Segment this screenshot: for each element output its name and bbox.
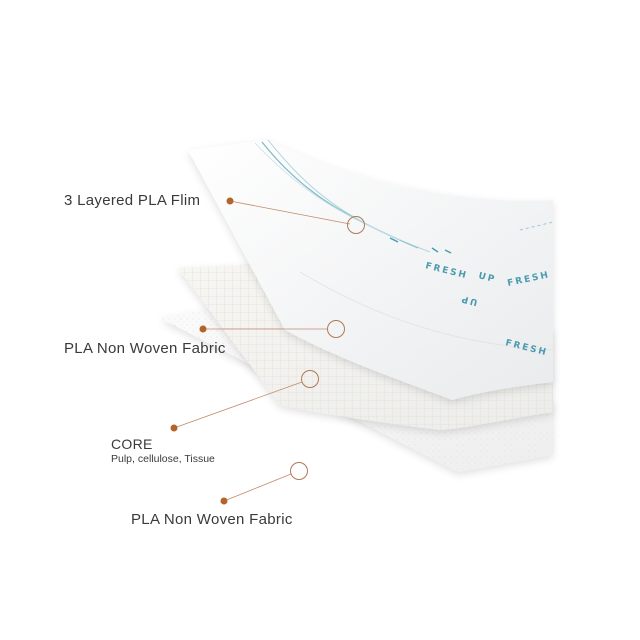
leader-3 [170, 370, 319, 432]
label-pla-film: 3 Layered PLA Flim [64, 192, 201, 209]
target-ring [327, 320, 345, 338]
leader-dot [226, 197, 234, 205]
label-pla-non-woven-top: PLA Non Woven Fabric [64, 340, 226, 357]
leader-dot [220, 497, 228, 505]
target-ring [347, 216, 365, 234]
leader-dot [199, 325, 207, 333]
leader-2 [199, 320, 345, 338]
leader-1 [226, 197, 365, 234]
film-print-text: UP [477, 271, 497, 285]
label-pla-non-woven-bottom: PLA Non Woven Fabric [131, 511, 293, 528]
label-core: CORE [111, 436, 153, 452]
target-ring [301, 370, 319, 388]
top-film-layer: FRESH UP FRESH UP FRESH [188, 139, 554, 400]
leader-dot [170, 424, 178, 432]
target-ring [290, 462, 308, 480]
leader-4 [220, 462, 308, 505]
film-print-text: UP [459, 293, 479, 307]
label-core-materials: Pulp, cellulose, Tissue [111, 453, 215, 465]
